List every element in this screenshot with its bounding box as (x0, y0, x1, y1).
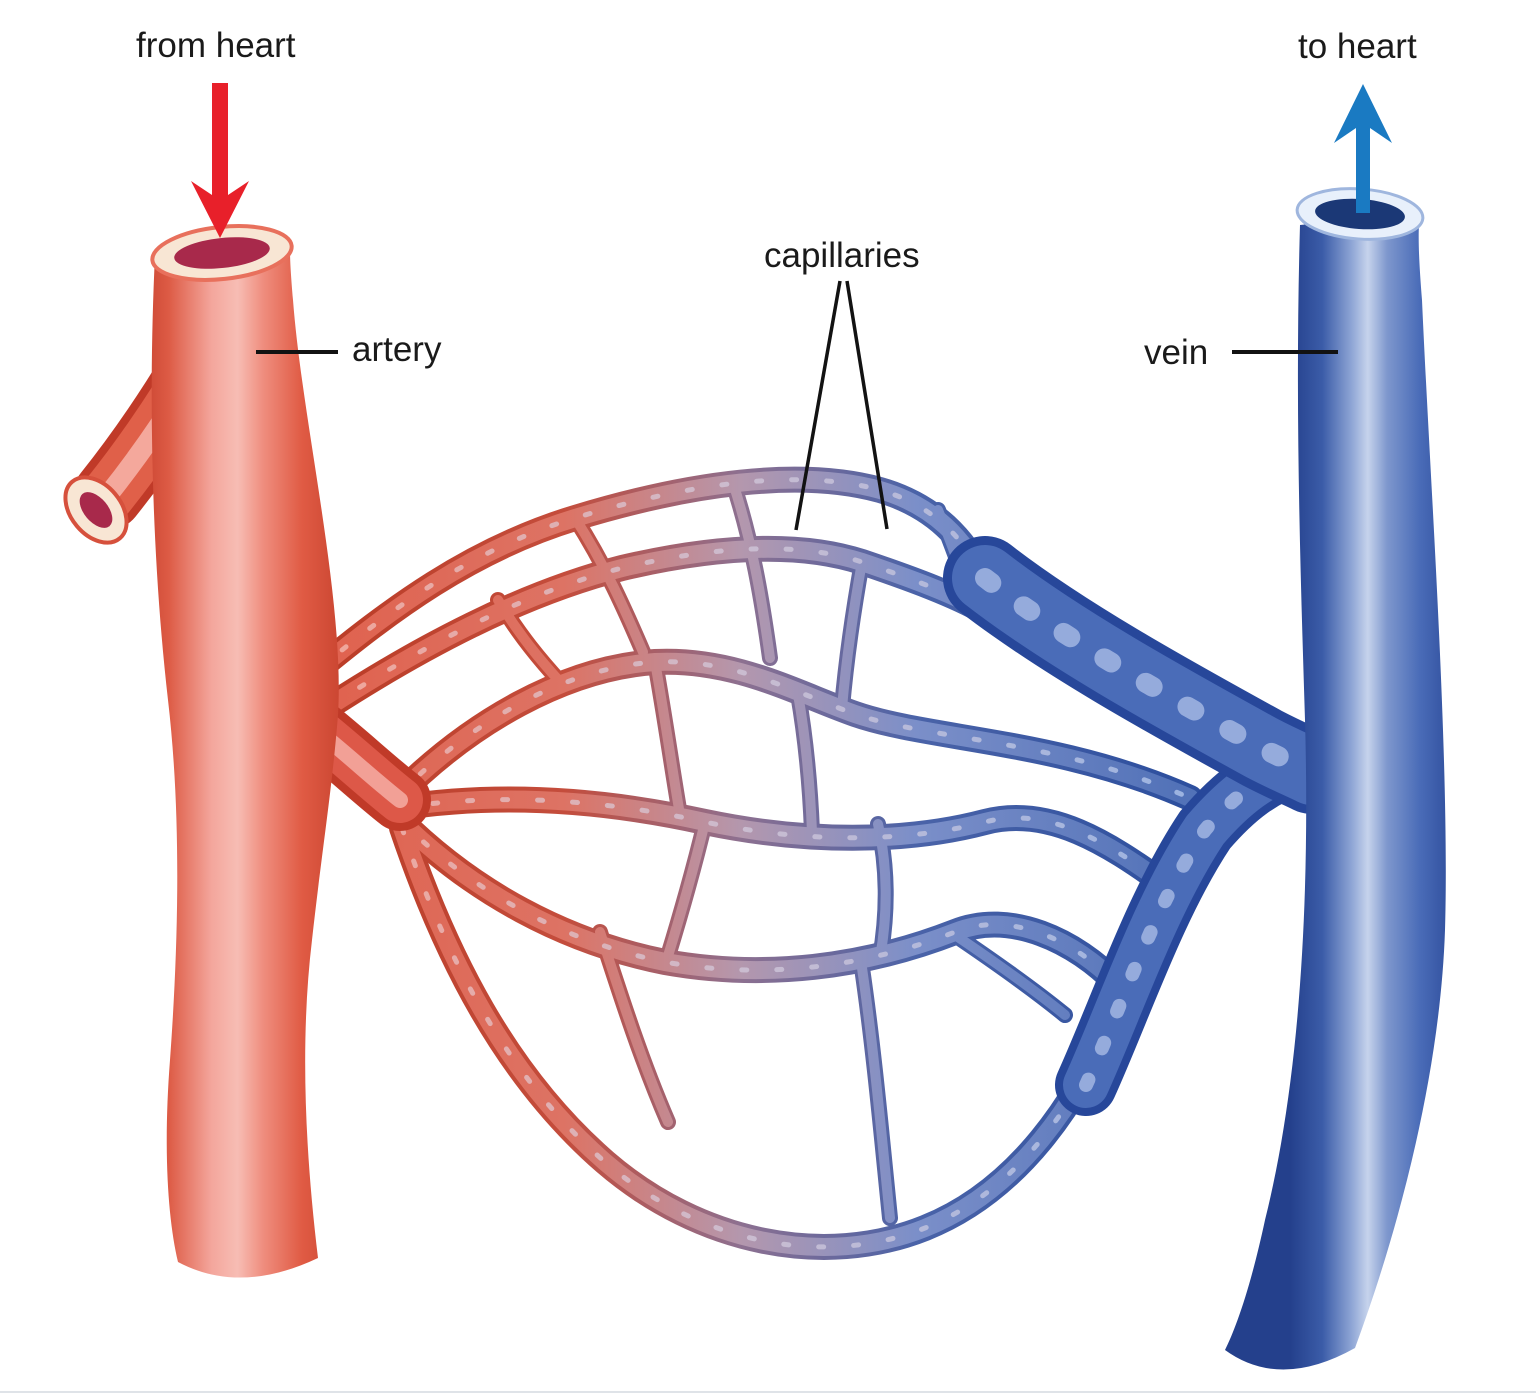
vein-opening (1295, 187, 1425, 241)
capillaries-pointer-line-right (845, 280, 889, 530)
artery-branch-opening-lumen (79, 492, 113, 528)
artery-trunk (151, 248, 339, 1278)
from-heart-label: from heart (136, 26, 296, 65)
capillaries-pointer-line-left (794, 280, 842, 531)
vein-trunk (1225, 213, 1446, 1370)
artery-opening (150, 224, 294, 282)
artery-opening-lumen (174, 237, 270, 269)
artery-branch-opening (63, 475, 129, 545)
capillaries-label: capillaries (764, 236, 920, 275)
artery-label: artery (352, 330, 442, 369)
vein-opening-lumen (1315, 198, 1405, 230)
bottom-edge-line (0, 1391, 1536, 1393)
vein-collector-lower (1055, 731, 1331, 1116)
to-heart-label: to heart (1298, 27, 1417, 66)
from-heart-arrow-icon (191, 83, 249, 238)
vein-label: vein (1144, 333, 1209, 372)
vein-collector-upper (943, 536, 1354, 814)
to-heart-arrow-icon (1334, 84, 1392, 213)
capillary-network (315, 480, 1292, 1247)
